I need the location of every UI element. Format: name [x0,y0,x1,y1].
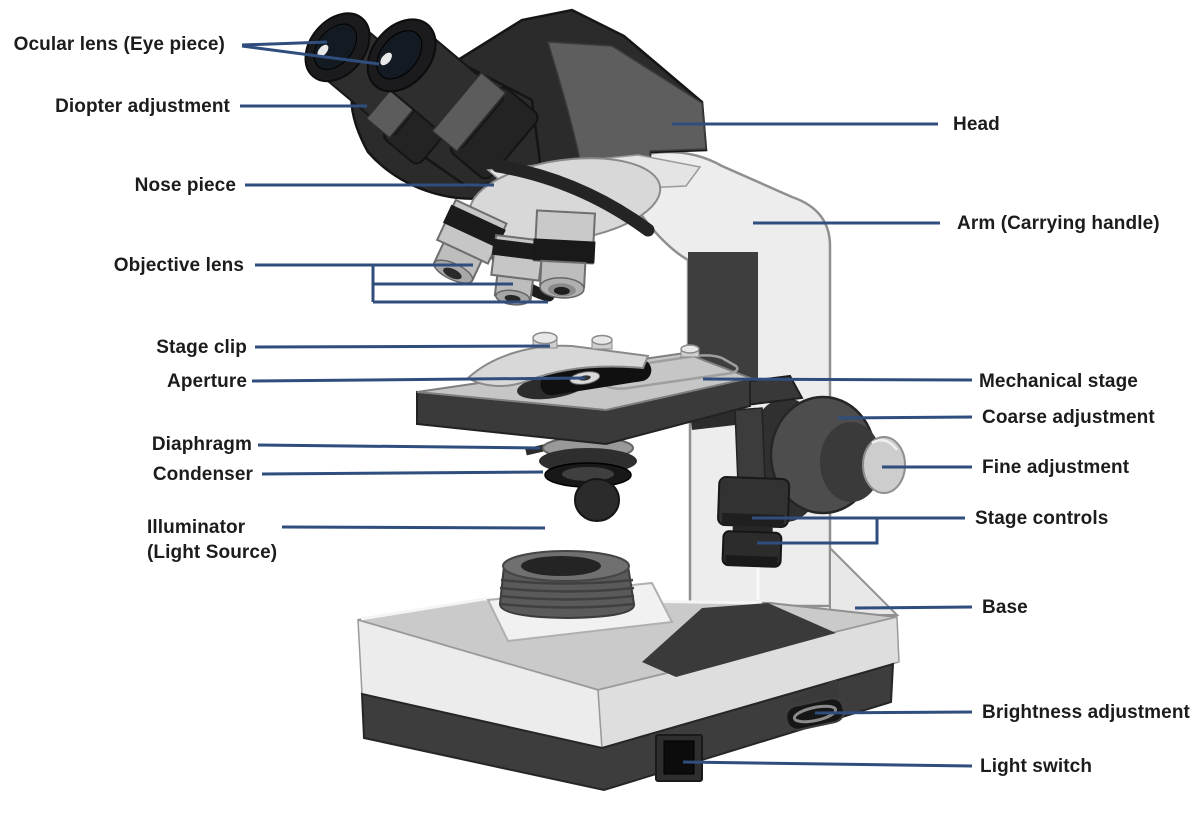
eyepiece-right [366,18,539,180]
arm-base-flare [829,545,900,616]
label-aperture: Aperture [167,371,247,392]
stage-clip-shape [466,344,650,387]
label-fine-adjustment: Fine adjustment [982,457,1130,478]
leader-coarse-adjustment [837,415,973,420]
stage-controls-rod [734,407,766,485]
leader-base [854,605,973,610]
illuminator-shape [486,550,674,643]
label-stage-controls: Stage controls [975,508,1109,529]
brightness-vent [789,679,839,702]
objective-lens-middle [490,233,546,306]
leader-light-switch [682,760,973,768]
stage-clip-knob [532,331,558,349]
label-diopter-adjustment: Diopter adjustment [55,96,230,117]
stage-clip-knob-2 [591,334,613,350]
label-objective-lens: Objective lens [113,255,244,276]
leader-condenser [261,470,544,476]
leader-stage-clip [254,344,551,349]
leader-aperture [251,376,586,383]
rail-knob [680,344,700,358]
leader-brightness-adjustment [814,710,973,715]
label-base: Base [982,597,1028,618]
fine-adjustment-knob [862,436,906,494]
label-illuminator: Illuminator (Light Source) [147,517,278,563]
leader-mechanical-stage [702,377,973,382]
label-coarse-adjustment: Coarse adjustment [982,407,1155,428]
coarse-fine-knobs [746,395,906,522]
label-brightness-adjustment: Brightness adjustment [982,702,1190,723]
label-arm: Arm (Carrying handle) [957,213,1160,234]
nose-piece-shape [468,154,702,302]
diopter-ring-2 [431,71,507,153]
base-plinth [360,662,895,792]
brightness-adjustment-wheel [785,697,845,731]
ocular-lens-glass-2 [376,30,423,80]
label-head: Head [953,114,1000,135]
label-condenser: Condenser [152,464,253,485]
label-stage-clip: Stage clip [156,337,247,358]
base-inset [642,603,836,677]
label-diaphragm: Diaphragm [151,434,252,455]
stage-shape [416,331,754,446]
leader-lines [240,40,973,768]
leader-stage-controls [752,516,965,545]
label-mechanical-stage: Mechanical stage [979,371,1138,392]
base-shape [357,597,900,792]
light-switch-control [655,734,703,782]
leader-diaphragm [257,443,541,450]
leader-illuminator [281,525,546,530]
condenser-shape [525,436,637,522]
leader-objective-lens [255,263,548,304]
label-ocular-lens: Ocular lens (Eye piece) [13,34,225,55]
label-nose-piece: Nose piece [134,175,236,196]
condenser-lens [574,478,620,522]
head-facet [546,41,707,164]
label-light-switch: Light switch [980,756,1093,777]
objective-lens-right [532,209,597,299]
leader-ocular-lens [241,40,380,66]
